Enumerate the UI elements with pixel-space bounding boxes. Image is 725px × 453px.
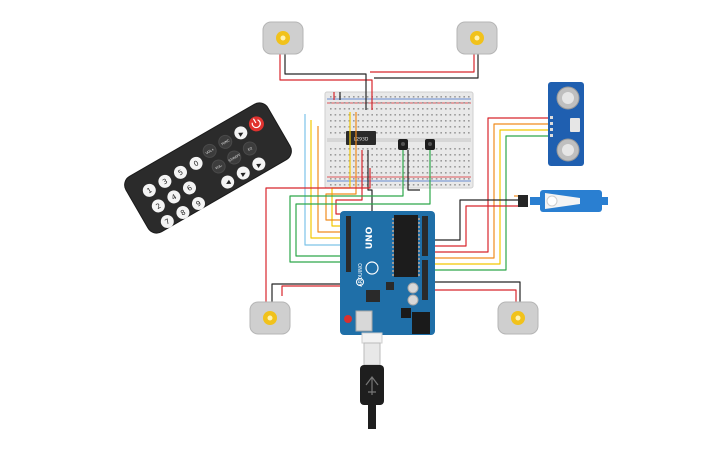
arduino-logo: UNO — [365, 226, 375, 249]
bottom-left-motor — [249, 301, 291, 335]
play-icon: ▶ — [240, 170, 247, 178]
remote-function-label: ST/REPT — [228, 153, 241, 163]
chip-label: L293D — [354, 137, 369, 143]
play-icon: ▶ — [238, 130, 245, 138]
remote-number-button — [167, 190, 181, 204]
arduino-uno: UNO ARDUINO — [340, 211, 435, 344]
remote-function-button — [202, 143, 217, 158]
remote-number-button — [182, 181, 196, 195]
usb-cable-icon — [360, 342, 384, 429]
remote-number-button — [176, 206, 190, 220]
top-left-motor — [262, 21, 304, 55]
remote-number-label: 7 — [164, 217, 172, 226]
remote-number-label: 6 — [186, 184, 194, 193]
remote-function-button — [218, 134, 233, 149]
remote-number-label: 3 — [161, 177, 169, 186]
remote-function-label: EQ — [247, 146, 253, 152]
play-icon: ◀ — [225, 179, 232, 187]
top-right-motor — [456, 21, 498, 55]
voltage-regulator — [425, 139, 435, 150]
remote-function-button — [242, 141, 257, 156]
remote-number-label: 1 — [146, 186, 154, 195]
remote-arrow-button — [252, 157, 266, 171]
ir-receiver — [398, 139, 408, 150]
wires — [265, 52, 548, 304]
remote-number-label: 2 — [155, 202, 163, 211]
remote-number-button — [142, 183, 156, 197]
ir-remote: 12 34 56 789 0 VOL+ VOL- FUNC ST/REPT EQ ▶ ▶ ◀ ▶ — [124, 102, 292, 234]
remote-number-label: 0 — [192, 159, 200, 168]
remote-arrow-button — [221, 175, 235, 189]
remote-number-button — [160, 215, 174, 229]
remote-function-button — [211, 159, 226, 174]
remote-function-label: FUNC — [221, 138, 231, 146]
remote-number-button — [151, 199, 165, 213]
servo-icon — [518, 190, 608, 212]
play-icon: ▶ — [256, 161, 263, 169]
arduino-brand: ARDUINO — [358, 263, 364, 287]
remote-arrow-button — [236, 166, 250, 180]
ultrasonic-sensor-icon — [548, 82, 584, 166]
remote-number-button — [158, 174, 172, 188]
remote-number-label: 5 — [177, 168, 185, 177]
remote-function-button — [227, 150, 242, 165]
remote-function-label: VOL+ — [205, 147, 215, 155]
remote-number-button — [173, 165, 187, 179]
breadboard: L293D — [324, 91, 474, 189]
remote-arrow-button — [234, 126, 248, 140]
power-icon — [248, 116, 264, 132]
remote-number-label: 9 — [195, 199, 203, 208]
bottom-right-motor — [497, 301, 539, 335]
remote-number-button — [191, 197, 205, 211]
remote-number-button — [189, 156, 203, 170]
remote-function-label: VOL- — [215, 163, 224, 170]
remote-number-label: 4 — [170, 193, 178, 202]
remote-number-label: 8 — [179, 208, 187, 217]
motor-driver-chip: L293D — [346, 131, 376, 145]
